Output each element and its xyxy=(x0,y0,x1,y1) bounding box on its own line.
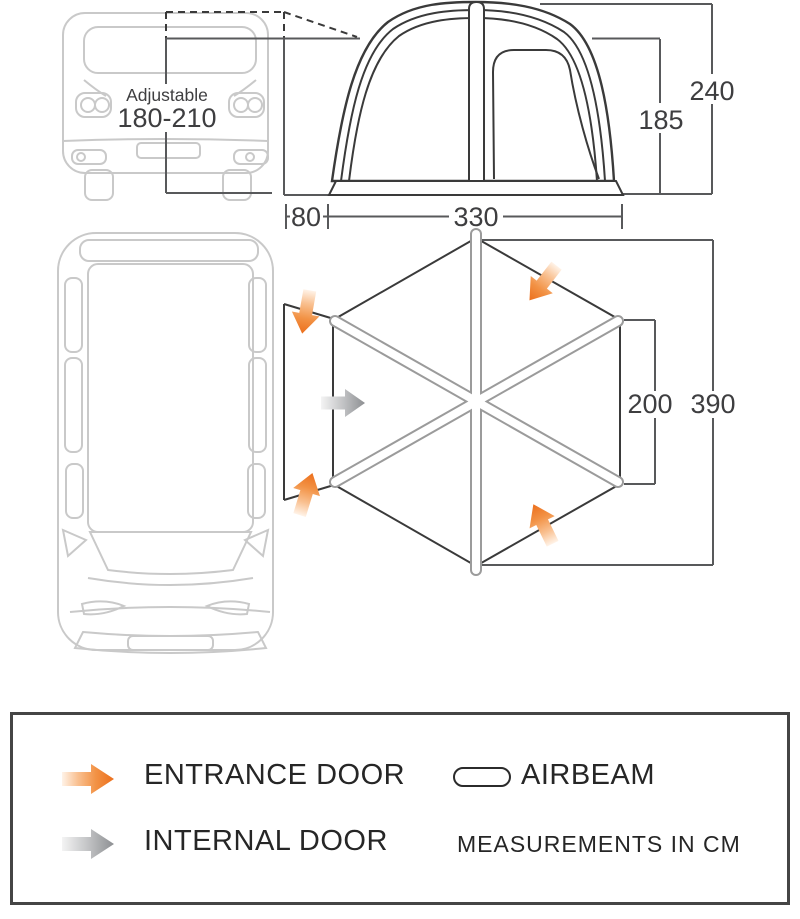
airbeam-label: AIRBEAM xyxy=(521,759,656,791)
awning-door-outline xyxy=(491,49,600,180)
airbeam-capsule-icon xyxy=(453,767,511,787)
awning-base-skirt xyxy=(327,180,625,196)
connection-height-value: 185 xyxy=(638,105,683,135)
total-height-value: 240 xyxy=(689,76,734,106)
entrance-door-label: ENTRANCE DOOR xyxy=(144,759,406,791)
internal-door-label: INTERNAL DOOR xyxy=(144,825,388,857)
connection-guide-dashed-lines xyxy=(165,11,358,38)
entrance-door-arrow-top-left xyxy=(288,287,324,337)
campervan-top-view xyxy=(57,232,274,654)
legend-box: ENTRANCE DOOR INTERNAL DOOR AIRBEAM xyxy=(10,712,790,905)
legend-internal-door xyxy=(59,827,117,861)
diagram-canvas: Adjustable 180-210 240 185 xyxy=(57,0,738,654)
measurements-note-label: MEASUREMENTS IN CM xyxy=(457,831,741,857)
entrance-door-arrow-icon xyxy=(62,764,114,794)
legend-entrance-door xyxy=(59,762,117,796)
adjustable-range-value: 180-210 xyxy=(117,103,216,133)
legend-entrance-door-label: ENTRANCE DOOR xyxy=(144,759,405,792)
rear-width-value: 200 xyxy=(627,389,672,419)
legend-internal-door-label: INTERNAL DOOR xyxy=(144,825,388,858)
awning-width-value: 330 xyxy=(453,202,498,232)
legend-airbeam-label: AIRBEAM xyxy=(521,759,655,792)
tunnel-depth-value: 80 xyxy=(291,202,321,232)
legend-airbeam xyxy=(453,767,511,787)
awning-front-elevation xyxy=(327,0,625,196)
awning-depth-value: 390 xyxy=(690,389,735,419)
elevation-dimension-labels: Adjustable 180-210 240 185 xyxy=(117,74,738,135)
internal-door-arrow-icon xyxy=(62,829,114,859)
center-airbeam-pole xyxy=(468,0,485,181)
adjustable-label: Adjustable xyxy=(126,85,208,105)
airbeam-tubes-plan xyxy=(329,228,624,576)
entrance-door-arrow-bottom-left xyxy=(286,468,326,520)
legend-measurements-note: MEASUREMENTS IN CM xyxy=(457,831,741,858)
